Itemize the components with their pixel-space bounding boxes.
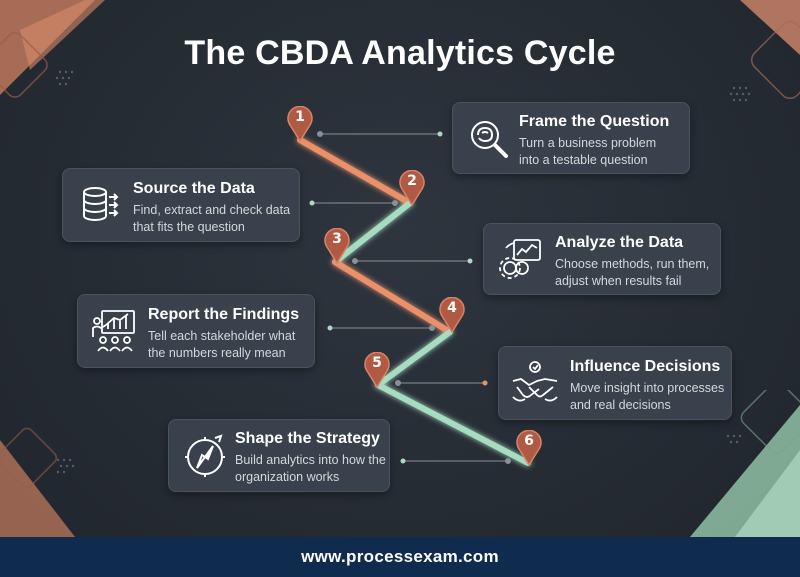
step-5-desc-line-1: Move insight into processes <box>570 381 725 395</box>
step-2-number: 2 <box>407 173 417 189</box>
step-6-desc-line-1: Build analytics into how the <box>235 453 386 467</box>
step-3-number: 3 <box>332 231 342 247</box>
decor-dots <box>55 70 751 474</box>
step-5-card: Influence Decisions Move insight into pr… <box>498 346 732 420</box>
step-4-title: Report the Findings <box>148 306 300 323</box>
step-3-card: Analyze the Data Choose methods, run the… <box>483 223 721 295</box>
path-segment-3 <box>332 259 453 335</box>
step-2-desc-line-2: that fits the question <box>133 220 245 234</box>
step-5-pin: 5 <box>363 351 391 389</box>
step-5-number: 5 <box>372 355 382 371</box>
path-segment-1 <box>297 137 413 206</box>
compass-icon <box>179 430 231 482</box>
step-6-desc-line-2: organization works <box>235 470 340 484</box>
handshake-icon <box>509 357 561 409</box>
step-3-pin: 3 <box>323 227 351 265</box>
step-4-card: Report the Findings Tell each stakeholde… <box>77 294 315 368</box>
step-1-number: 1 <box>295 109 305 125</box>
cycle-path <box>297 131 531 466</box>
step-1-card: Frame the Question Turn a business probl… <box>452 102 690 174</box>
step-2-desc-line-1: Find, extract and check data <box>133 203 291 217</box>
step-2-pin: 2 <box>398 169 426 207</box>
step-1-desc-line-2: into a testable question <box>519 153 648 167</box>
footer-bar: www.processexam.com <box>0 537 800 577</box>
step-3-desc-line-1: Choose methods, run them, <box>555 257 710 271</box>
step-6-title: Shape the Strategy <box>235 430 380 447</box>
step-4-desc-line-2: the numbers really mean <box>148 346 286 360</box>
decor-top-left <box>0 0 105 98</box>
step-1-pin: 1 <box>286 105 314 143</box>
footer-url: www.processexam.com <box>301 547 499 566</box>
step-4-number: 4 <box>447 300 457 316</box>
step-4-pin: 4 <box>438 296 466 334</box>
step-5-title: Influence Decisions <box>570 358 721 375</box>
presentation-icon <box>88 305 140 357</box>
step-3-desc-line-2: adjust when results fail <box>555 274 682 288</box>
step-2-card: Source the Data Find, extract and check … <box>62 168 300 242</box>
magnifier-brain-icon <box>463 113 515 165</box>
step-1-title: Frame the Question <box>519 113 670 130</box>
analytics-gear-icon <box>494 234 546 286</box>
step-4-desc-line-1: Tell each stakeholder what <box>148 329 296 343</box>
step-3-title: Analyze the Data <box>555 234 684 251</box>
path-segment-5 <box>375 382 531 466</box>
step-6-pin: 6 <box>515 429 543 467</box>
path-segment-2 <box>332 200 413 265</box>
decor-bottom-right <box>690 390 800 537</box>
page-title: The CBDA Analytics Cycle <box>184 34 616 72</box>
path-segment-4 <box>375 329 453 388</box>
step-1-desc-line-1: Turn a business problem <box>519 136 657 150</box>
step-5-desc-line-2: and real decisions <box>570 398 671 412</box>
step-6-number: 6 <box>524 433 534 449</box>
step-6-card: Shape the Strategy Build analytics into … <box>168 419 390 492</box>
database-icon <box>73 179 125 231</box>
decor-top-right <box>740 0 800 100</box>
step-2-title: Source the Data <box>133 180 255 197</box>
decor-bottom-left <box>0 427 75 537</box>
